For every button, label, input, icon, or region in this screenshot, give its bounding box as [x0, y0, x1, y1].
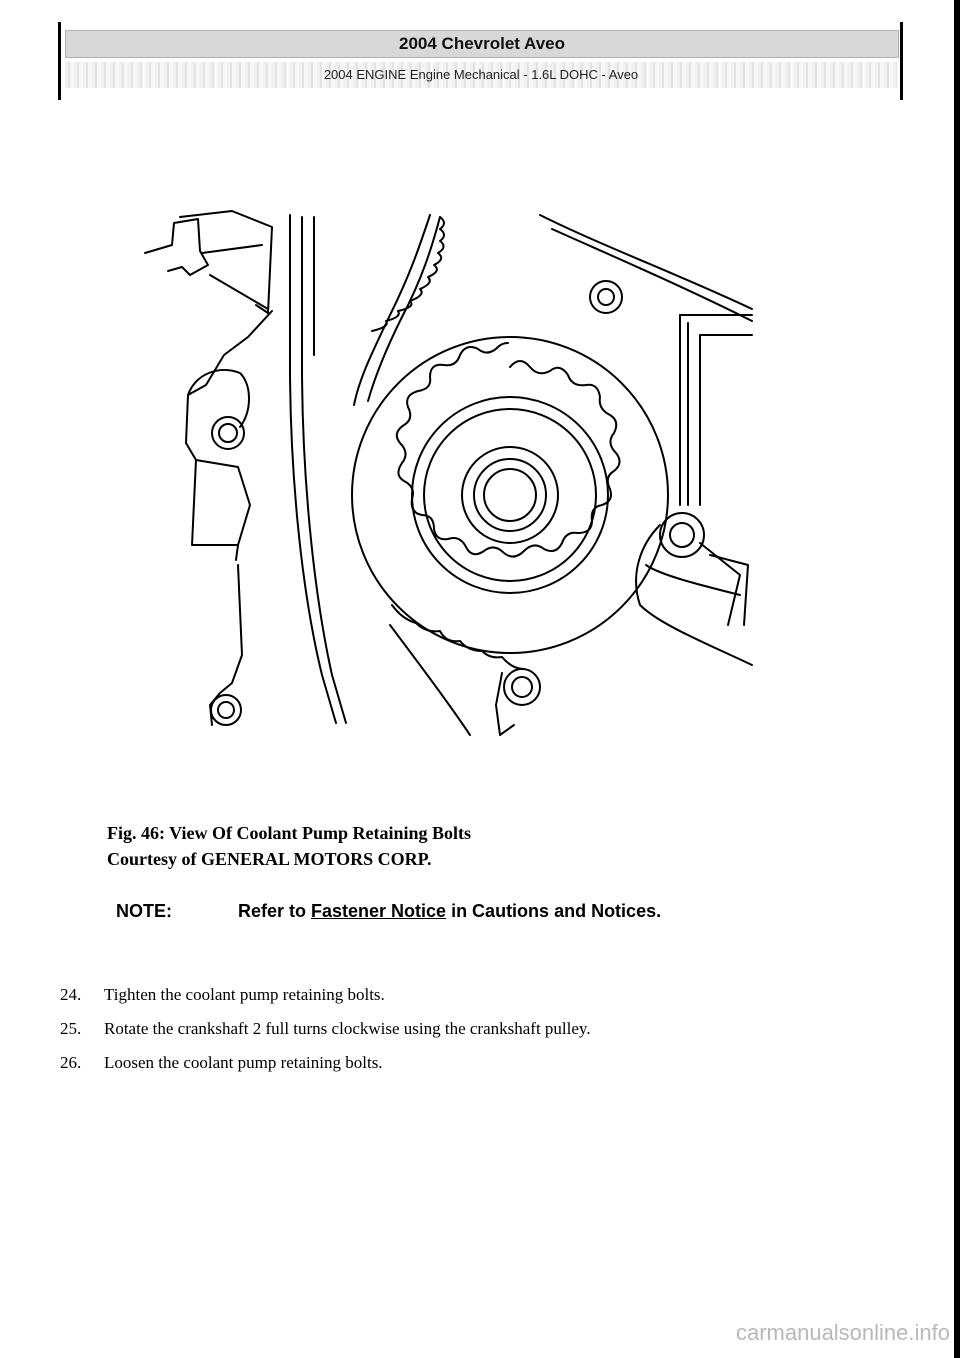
- figure-caption: Fig. 46: View Of Coolant Pump Retaining …: [107, 820, 471, 872]
- figure-caption-title: Fig. 46: View Of Coolant Pump Retaining …: [107, 823, 472, 843]
- step-number: 25.: [60, 1019, 82, 1038]
- page-right-edge: [954, 0, 960, 1358]
- figure-caption-credit: Courtesy of GENERAL MOTORS CORP.: [107, 849, 432, 869]
- note-label: NOTE:: [116, 901, 172, 921]
- step-number: 26.: [60, 1053, 82, 1072]
- note-body: Refer to Fastener Notice in Cautions and…: [238, 898, 708, 925]
- document-subtitle: 2004 ENGINE Engine Mechanical - 1.6L DOH…: [65, 62, 897, 88]
- watermark: carmanualsonline.info: [735, 1320, 950, 1345]
- header-rule-right: [900, 22, 903, 100]
- step-text: Rotate the crankshaft 2 full turns clock…: [104, 1019, 591, 1038]
- note-text-before: Refer to: [238, 901, 312, 921]
- step-number: 24.: [60, 985, 82, 1004]
- coolant-pump-illustration: [140, 205, 760, 755]
- note-text-after: in Cautions and Notices.: [446, 901, 662, 921]
- document-title: 2004 Chevrolet Aveo: [65, 30, 899, 58]
- fastener-notice-link[interactable]: Fastener Notice: [311, 901, 447, 921]
- header-rule-left: [58, 22, 61, 100]
- step-text: Loosen the coolant pump retaining bolts.: [104, 1053, 383, 1072]
- step-text: Tighten the coolant pump retaining bolts…: [104, 985, 385, 1004]
